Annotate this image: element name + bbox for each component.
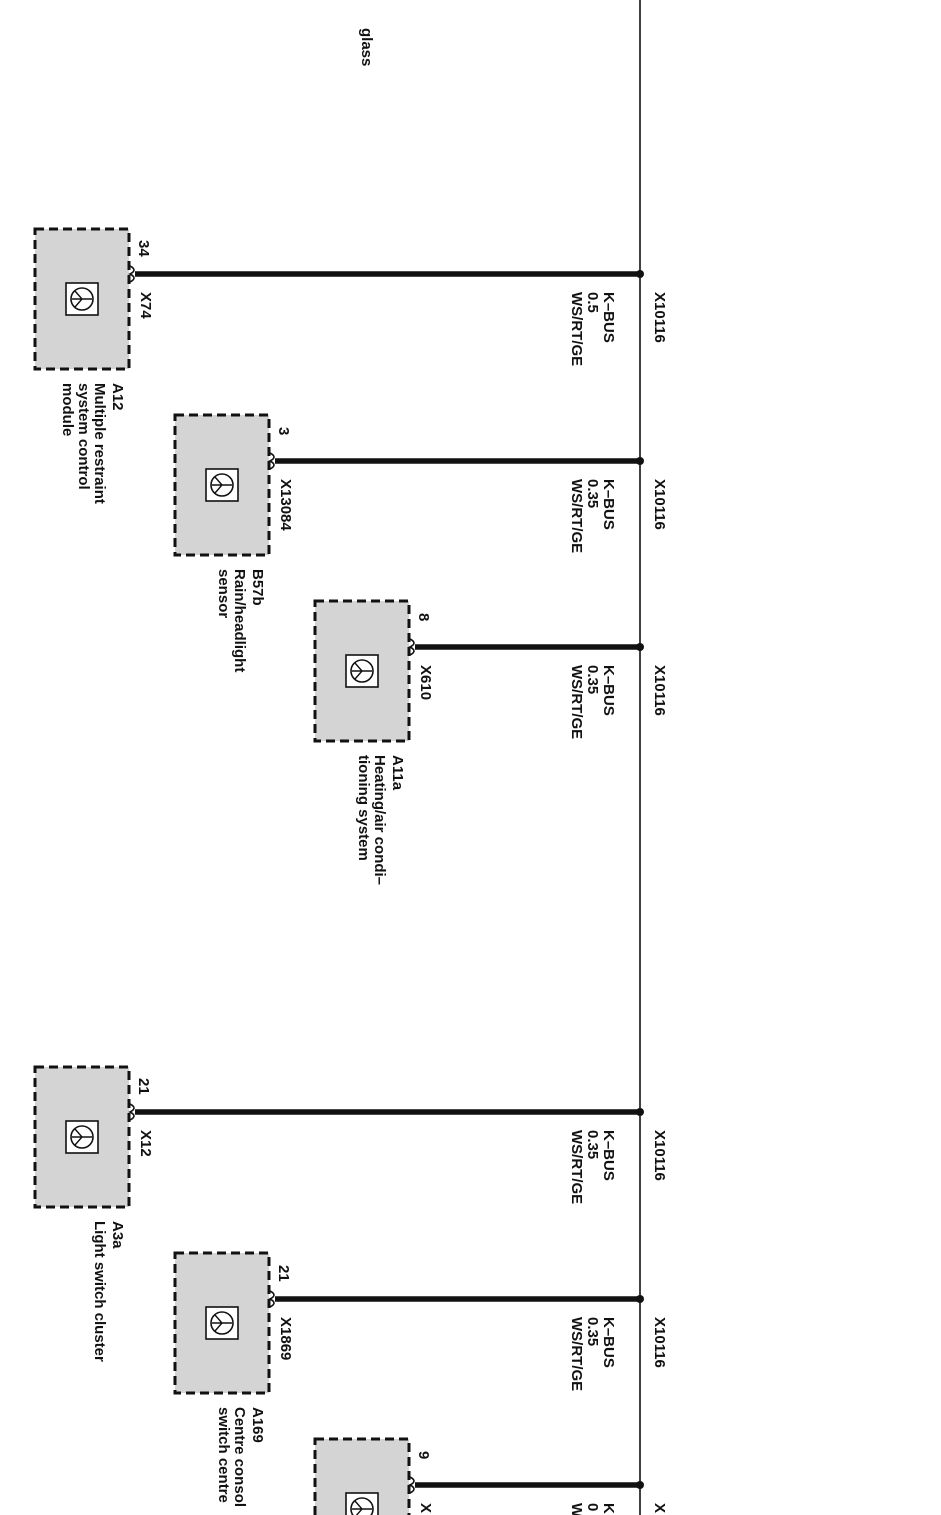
component-code: A12: [109, 383, 126, 411]
bus-module-icon-symbol: [72, 1128, 92, 1146]
splice-label: X10116: [651, 292, 668, 343]
splice-label: X10116: [651, 665, 668, 716]
gauge-label: 0.5: [584, 292, 601, 313]
splice-node: [636, 270, 644, 278]
bus-label: K: [600, 1503, 617, 1514]
bus-module-icon-symbol: [72, 290, 92, 308]
component-description: switch centre: [215, 1407, 232, 1503]
connector-symbol: [408, 1476, 415, 1494]
component-description: Heating/air condi–: [371, 755, 388, 885]
component-description: Light switch cluster: [91, 1221, 108, 1362]
connector-label: X12: [137, 1130, 154, 1157]
connector-label: X13084: [277, 479, 294, 531]
gauge-label: 0.35: [584, 1317, 601, 1346]
connector-label: X1869: [277, 1317, 294, 1360]
splice-node: [636, 1295, 644, 1303]
component-code: A169: [249, 1407, 266, 1443]
component-description: sensor: [215, 569, 232, 618]
connector-symbol: [408, 638, 415, 656]
component-description: Multiple restraint: [91, 383, 108, 504]
component-code: A11a: [389, 755, 406, 791]
colour-label: WS/RT/GE: [568, 1317, 585, 1391]
pin-number: 21: [275, 1265, 292, 1282]
connector-label: X: [417, 1503, 434, 1513]
bus-label: K–BUS: [600, 665, 617, 716]
gauge-label: 0: [584, 1503, 601, 1511]
pin-number: 3: [275, 427, 292, 435]
component-code: A3a: [109, 1221, 126, 1249]
connector-label: X610: [417, 665, 434, 700]
gauge-label: 0.35: [584, 1130, 601, 1159]
splice-label: X10116: [651, 479, 668, 530]
bus-label: K–BUS: [600, 479, 617, 530]
gauge-label: 0.35: [584, 665, 601, 694]
colour-label: WS/RT/GE: [568, 292, 585, 366]
pin-number: 21: [135, 1078, 152, 1095]
bus-label: K–BUS: [600, 292, 617, 343]
connector-symbol: [128, 1103, 135, 1121]
colour-label: WS/RT/GE: [568, 1130, 585, 1204]
bus-module-icon-symbol: [352, 1500, 372, 1515]
bus-module-icon-symbol: [212, 476, 232, 494]
component-description: Rain/headlight: [231, 569, 248, 672]
pin-number: 8: [415, 613, 432, 621]
colour-label: W: [568, 1503, 585, 1515]
bus-label: K–BUS: [600, 1130, 617, 1181]
bus-module-icon-symbol: [212, 1314, 232, 1332]
component-description: Centre consol: [231, 1407, 248, 1507]
component-code: B57b: [249, 569, 266, 606]
component-description: module: [59, 383, 76, 436]
connector-symbol: [268, 1290, 275, 1308]
splice-node: [636, 1108, 644, 1116]
pin-number: 34: [135, 240, 152, 257]
component-description: system control: [75, 383, 92, 490]
splice-label: X10116: [651, 1130, 668, 1181]
bus-module-icon-symbol: [352, 662, 372, 680]
splice-node: [636, 1481, 644, 1489]
bus-module-icon-ring: [350, 1497, 374, 1515]
colour-label: WS/RT/GE: [568, 665, 585, 739]
pin-number: 9: [415, 1451, 432, 1459]
splice-label: X: [651, 1503, 668, 1513]
component-description: tioning system: [355, 755, 372, 861]
top-fragment-label: glass: [358, 28, 375, 66]
connector-label: X74: [137, 292, 154, 319]
splice-label: X10116: [651, 1317, 668, 1368]
colour-label: WS/RT/GE: [568, 479, 585, 553]
gauge-label: 0.35: [584, 479, 601, 508]
splice-node: [636, 643, 644, 651]
connector-symbol: [128, 265, 135, 283]
splice-node: [636, 457, 644, 465]
bus-label: K–BUS: [600, 1317, 617, 1368]
connector-symbol: [268, 452, 275, 470]
